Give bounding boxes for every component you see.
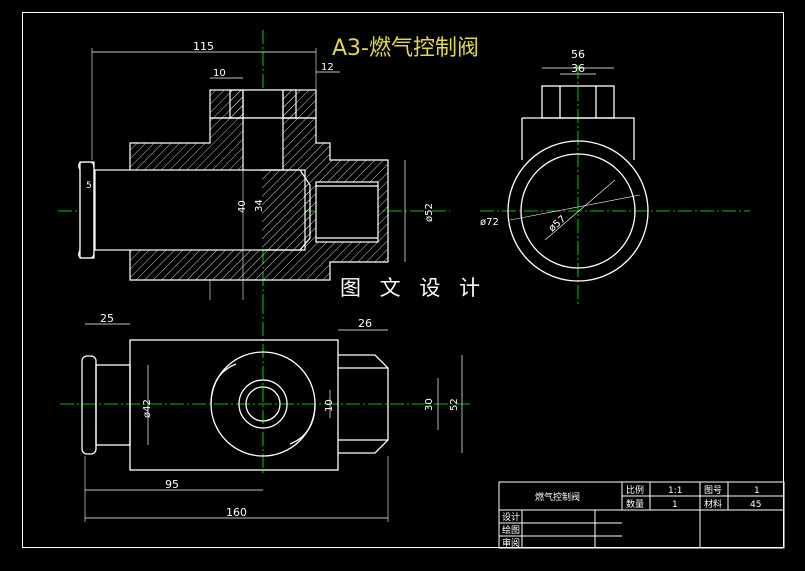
dim-115: 115 bbox=[193, 40, 214, 53]
dim-12: 12 bbox=[321, 62, 334, 73]
dim-160: 160 bbox=[226, 506, 247, 519]
tb-design-label: 设计 bbox=[502, 511, 520, 523]
dim-30: 30 bbox=[424, 398, 435, 411]
dim-26: 26 bbox=[358, 317, 372, 330]
outer-circle bbox=[507, 140, 649, 282]
tb-drawing-no-label: 图号 bbox=[704, 485, 722, 496]
dim-25: 25 bbox=[100, 312, 114, 325]
dim-36: 36 bbox=[571, 62, 585, 75]
tb-quantity-label: 数量 bbox=[626, 498, 644, 510]
watermark-text: 图 文 设 计 bbox=[340, 276, 487, 300]
drawing-title: A3-燃气控制阀 bbox=[332, 36, 479, 61]
tb-draw-label: 绘图 bbox=[502, 524, 520, 536]
dim-5: 5 bbox=[86, 181, 92, 191]
dim-10: 10 bbox=[213, 68, 226, 79]
tb-material-value: 45 bbox=[750, 500, 761, 510]
dim-40: 40 bbox=[237, 200, 248, 213]
tb-part-name: 燃气控制阀 bbox=[535, 491, 580, 503]
dim-56: 56 bbox=[571, 48, 585, 61]
valve-insert bbox=[262, 169, 311, 251]
tb-scale-label: 比例 bbox=[626, 484, 644, 496]
tb-drawing-no-value: 1 bbox=[754, 486, 760, 496]
drawing-frame bbox=[22, 12, 784, 548]
dim-phi72: ø72 bbox=[480, 217, 499, 228]
dim-phi42: ø42 bbox=[142, 399, 153, 418]
dim-phi52: ø52 bbox=[424, 203, 435, 222]
tb-review-label: 审阅 bbox=[502, 537, 520, 549]
tb-material-label: 材料 bbox=[704, 498, 722, 510]
top-view bbox=[60, 300, 470, 522]
top-flange bbox=[81, 355, 97, 455]
tb-quantity-value: 1 bbox=[672, 500, 678, 510]
inner-circle bbox=[520, 153, 636, 269]
tb-scale-value: 1:1 bbox=[668, 486, 682, 496]
dim-95: 95 bbox=[165, 478, 179, 491]
title-block bbox=[498, 481, 785, 549]
left-flange bbox=[79, 161, 95, 259]
front-view bbox=[58, 30, 450, 300]
dim-phi57: ø57 bbox=[547, 214, 569, 235]
dim-34: 34 bbox=[254, 199, 265, 212]
dim-52: 52 bbox=[449, 398, 460, 411]
hex-end bbox=[338, 354, 389, 454]
dim-10-top: 10 bbox=[324, 399, 335, 412]
side-view bbox=[480, 65, 750, 305]
top-body bbox=[129, 339, 339, 471]
thread-bore bbox=[315, 181, 379, 243]
